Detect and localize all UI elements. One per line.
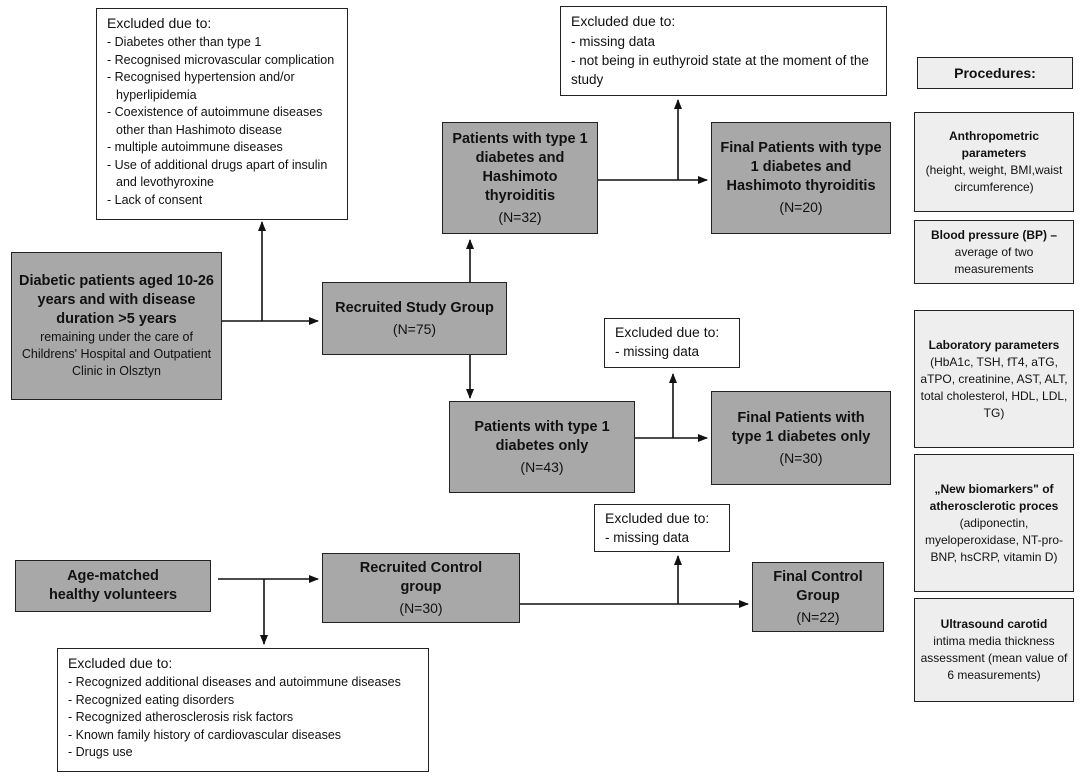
patients-t1-hashimoto-box: Patients with type 1 diabetes and Hashim… xyxy=(442,122,598,234)
excluded-header: Excluded due to: xyxy=(68,655,173,671)
procedure-ultrasound: Ultrasound carotid intima media thicknes… xyxy=(914,598,1074,702)
recruited-control-box: Recruited Control group (N=30) xyxy=(322,553,520,623)
procedure-title: Blood pressure (BP) – xyxy=(930,227,1058,242)
diabetic-patients-title: Diabetic patients aged 10-26 years and w… xyxy=(18,273,214,327)
recruited-study-n: (N=75) xyxy=(392,320,437,337)
excluded-list: missing data not being in euthyroid stat… xyxy=(571,32,876,89)
excluded-hashimoto-box: Excluded due to: missing data not being … xyxy=(560,6,887,96)
procedure-biomarkers: „New biomarkers" of atherosclerotic proc… xyxy=(914,454,1074,592)
excluded-header: Excluded due to: xyxy=(605,510,710,526)
patients-t1-hashimoto-n: (N=32) xyxy=(498,208,542,225)
patients-t1-only-box: Patients with type 1 diabetes only (N=43… xyxy=(449,401,635,493)
excluded-item: missing data xyxy=(615,343,729,361)
excluded-item: Recognised microvascular complication xyxy=(107,52,337,70)
diabetic-patients-subtitle: remaining under the care of Childrens' H… xyxy=(21,330,212,378)
excluded-list: Recognized additional diseases and autoi… xyxy=(68,674,418,762)
final-t1-only-box: Final Patients with type 1 diabetes only… xyxy=(711,391,891,485)
age-matched-title: Age-matched healthy volunteers xyxy=(48,568,178,603)
procedure-detail: (HbA1c, TSH, fT4, aTG, aTPO, creatinine,… xyxy=(920,354,1068,420)
excluded-item: Lack of consent xyxy=(107,192,337,210)
excluded-list: missing data xyxy=(615,343,729,361)
excluded-list: Diabetes other than type 1 Recognised mi… xyxy=(107,34,337,209)
recruited-study-group-box: Recruited Study Group (N=75) xyxy=(322,282,507,355)
procedure-title: Laboratory parameters xyxy=(928,337,1060,352)
age-matched-box: Age-matched healthy volunteers xyxy=(15,560,211,612)
patients-t1-hashimoto-title: Patients with type 1 diabetes and Hashim… xyxy=(452,130,588,204)
procedure-detail: intima media thickness assessment (mean … xyxy=(920,634,1068,682)
final-t1-only-title: Final Patients with type 1 diabetes only xyxy=(731,409,871,445)
excluded-item: Coexistence of autoimmune diseases other… xyxy=(107,104,337,139)
excluded-control-box: Excluded due to: Recognized additional d… xyxy=(57,648,429,772)
excluded-item: Use of additional drugs apart of insulin… xyxy=(107,157,337,192)
procedure-laboratory: Laboratory parameters (HbA1c, TSH, fT4, … xyxy=(914,310,1074,448)
procedure-detail: average of two measurements xyxy=(954,244,1034,276)
final-t1-only-n: (N=30) xyxy=(779,449,823,466)
final-control-box: Final Control Group (N=22) xyxy=(752,562,884,632)
excluded-t1-only-box: Excluded due to: missing data xyxy=(604,318,740,368)
final-t1-hashimoto-box: Final Patients with type 1 diabetes and … xyxy=(711,122,891,234)
final-t1-hashimoto-n: (N=20) xyxy=(779,199,823,215)
excluded-item: Drugs use xyxy=(68,744,418,762)
excluded-item: Diabetes other than type 1 xyxy=(107,34,337,52)
patients-t1-only-title: Patients with type 1 diabetes only xyxy=(474,418,610,454)
excluded-item: multiple autoimmune diseases xyxy=(107,139,337,157)
procedures-header-text: Procedures: xyxy=(954,64,1036,81)
final-t1-hashimoto-title: Final Patients with type 1 diabetes and … xyxy=(720,140,882,194)
excluded-item: Recognized additional diseases and autoi… xyxy=(68,674,418,692)
excluded-item: Known family history of cardiovascular d… xyxy=(68,727,418,745)
excluded-item: Recognized eating disorders xyxy=(68,692,418,710)
recruited-control-title: Recruited Control group xyxy=(359,559,483,595)
procedure-anthropometric: Anthropometric parameters (height, weigh… xyxy=(914,112,1074,212)
procedure-detail: (adiponectin, myeloperoxidase, NT-pro-BN… xyxy=(924,515,1064,564)
procedure-blood-pressure: Blood pressure (BP) – average of two mea… xyxy=(914,220,1074,284)
excluded-diabetic-box: Excluded due to: Diabetes other than typ… xyxy=(96,8,348,220)
procedures-header: Procedures: xyxy=(917,57,1073,89)
patients-t1-only-n: (N=43) xyxy=(520,458,564,475)
excluded-control-missing-box: Excluded due to: missing data xyxy=(594,504,730,552)
procedure-title: Ultrasound carotid xyxy=(940,617,1048,631)
excluded-item: not being in euthyroid state at the mome… xyxy=(571,51,876,89)
excluded-item: Recognized atherosclerosis risk factors xyxy=(68,709,418,727)
recruited-study-title: Recruited Study Group xyxy=(335,299,494,316)
diabetic-patients-box: Diabetic patients aged 10-26 years and w… xyxy=(11,252,222,400)
excluded-item: missing data xyxy=(605,529,719,547)
final-control-n: (N=22) xyxy=(796,608,840,625)
procedure-detail: (height, weight, BMI,waist circumference… xyxy=(925,163,1063,194)
final-control-title: Final Control Group xyxy=(773,568,863,604)
procedure-title: „New biomarkers" of atherosclerotic proc… xyxy=(929,481,1059,513)
excluded-header: Excluded due to: xyxy=(107,15,212,31)
excluded-item: missing data xyxy=(571,32,876,51)
excluded-item: Recognised hypertension and/or hyperlipi… xyxy=(107,69,337,104)
recruited-control-n: (N=30) xyxy=(399,599,443,616)
excluded-list: missing data xyxy=(605,529,719,547)
excluded-header: Excluded due to: xyxy=(571,13,676,29)
procedure-title: Anthropometric parameters xyxy=(949,129,1039,160)
excluded-header: Excluded due to: xyxy=(615,324,720,340)
